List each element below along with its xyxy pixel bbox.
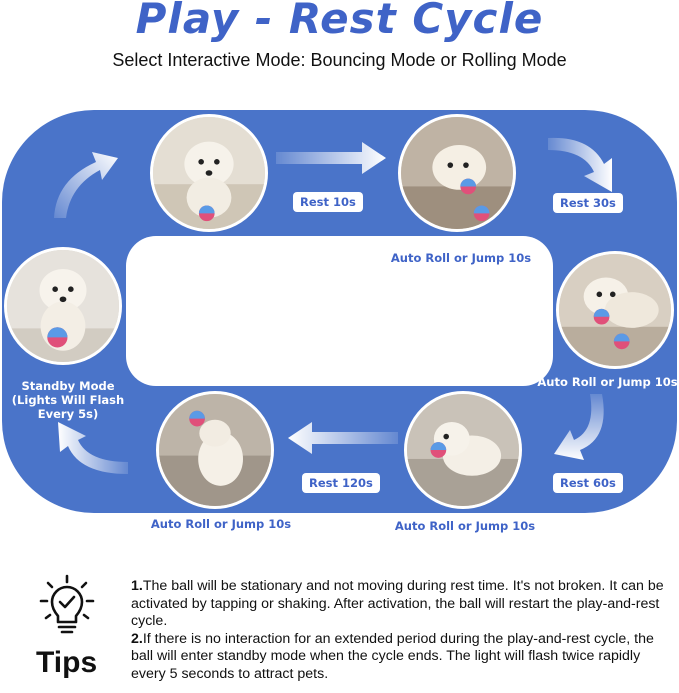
arrow-left-icon bbox=[288, 422, 398, 454]
caption-standby: Standby Mode (Lights Will Flash Every 5s… bbox=[11, 379, 125, 421]
dog-photo-top-right bbox=[398, 114, 516, 232]
caption-top-right: Auto Roll or Jump 10s bbox=[390, 251, 532, 265]
tip-2-number: 2. bbox=[131, 630, 143, 647]
curved-arrow-up-icon bbox=[54, 152, 118, 218]
curved-arrow-down-left-icon bbox=[554, 394, 604, 460]
tip-1-number: 1. bbox=[131, 578, 143, 594]
cycle-center-area bbox=[126, 236, 553, 386]
page-subtitle: Select Interactive Mode: Bouncing Mode o… bbox=[112, 50, 567, 70]
tip-1: 1.The ball will be stationary and not mo… bbox=[131, 578, 666, 631]
curved-arrow-up-left-icon bbox=[58, 422, 128, 474]
rest-pill-60s: Rest 60s bbox=[553, 473, 623, 493]
dog-photo-standby bbox=[4, 247, 122, 365]
dog-photo-bottom-right bbox=[404, 391, 522, 509]
rest-pill-120s: Rest 120s bbox=[302, 473, 380, 493]
caption-touch: Touching or Shaking Auto Roll or Jump 10… bbox=[140, 248, 282, 276]
caption-right: Auto Roll or Jump 10s bbox=[537, 375, 678, 389]
caption-bottom-right: Auto Roll or Jump 10s bbox=[394, 519, 536, 533]
tip-1-text: The ball will be stationary and not movi… bbox=[131, 578, 664, 629]
curved-arrow-down-right-icon bbox=[548, 137, 612, 192]
rest-pill-10s: Rest 10s bbox=[293, 192, 363, 212]
arrow-right-icon bbox=[276, 142, 386, 174]
dog-photo-touch bbox=[150, 114, 268, 232]
tip-2-text: If there is no interaction for an extend… bbox=[131, 630, 654, 682]
dog-photo-bottom-left bbox=[156, 391, 274, 509]
lightbulb-check-icon bbox=[39, 574, 95, 634]
tip-2: 2.If there is no interaction for an exte… bbox=[131, 631, 666, 684]
rest-pill-30s: Rest 30s bbox=[553, 193, 623, 213]
page-title: Play - Rest Cycle bbox=[135, 0, 544, 43]
caption-bottom-left: Auto Roll or Jump 10s bbox=[150, 517, 292, 531]
dog-photo-right bbox=[556, 251, 674, 369]
tips-label: Tips bbox=[36, 646, 98, 679]
tips-text: 1.The ball will be stationary and not mo… bbox=[131, 578, 666, 683]
